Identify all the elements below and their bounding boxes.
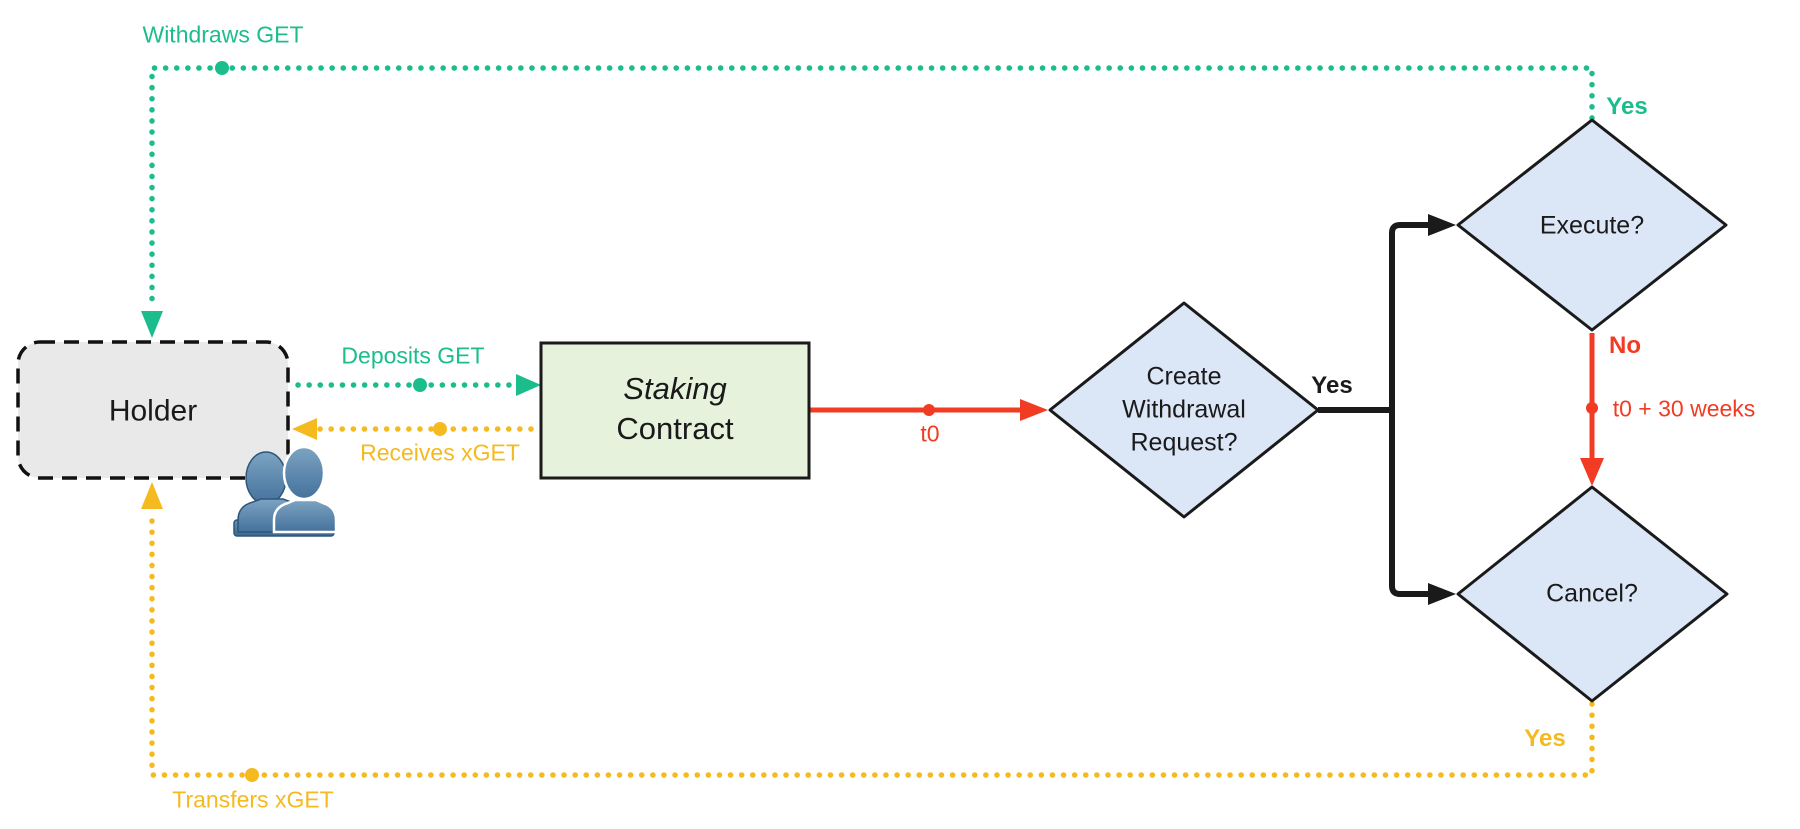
edge-transfers-xget-arrowhead [141, 482, 163, 509]
edge-withdraws-get-arrowhead [141, 311, 163, 338]
edge-receives-xget-label: Receives xGET [360, 439, 520, 466]
edge-deposits-get-arrowhead [516, 374, 541, 396]
edge-deposits-get-label: Deposits GET [341, 342, 485, 369]
node-create-withdrawal-line1: Create [1146, 362, 1222, 391]
node-holder-shape [16, 340, 290, 480]
edge-create-yes-branch-line [1318, 222, 1430, 597]
edge-withdraws-get-line [149, 65, 1595, 311]
edge-cancel-yes-label: Yes [1524, 724, 1566, 752]
node-create-withdrawal-shape [1048, 301, 1320, 519]
edge-t0-arrowhead [1020, 399, 1048, 421]
edge-withdraws-get-label: Withdraws GET [142, 21, 304, 48]
edge-receives-xget-waypoint-dot [433, 422, 447, 436]
node-create-withdrawal-line2: Withdrawal [1122, 395, 1246, 424]
edge-execute-no-label: No [1609, 331, 1641, 359]
node-staking-line1: Staking [623, 371, 727, 406]
node-create-withdrawal-line3: Request? [1130, 428, 1238, 457]
edge-transfers-xget-waypoint-dot [245, 768, 259, 782]
node-staking-line2: Contract [616, 411, 734, 446]
edge-no-arrowhead [1580, 458, 1604, 486]
node-staking-contract-shape [539, 341, 811, 480]
node-cancel-label: Cancel? [1546, 579, 1638, 608]
edge-t0-30-weeks-waypoint-dot [1586, 402, 1598, 414]
edge-transfers-xget-line [149, 508, 1595, 778]
edge-receives-xget-arrowhead [292, 418, 317, 440]
node-execute-shape [1456, 118, 1728, 332]
node-holder-label: Holder [108, 394, 198, 428]
users-icon [233, 445, 338, 537]
edge-execute-yes-label: Yes [1606, 92, 1648, 120]
edge-t0-waypoint-dot [923, 404, 935, 416]
edge-branch-cancel-arrowhead [1428, 583, 1456, 605]
node-create-withdrawal-label: Create Withdrawal Request? [1122, 361, 1246, 460]
node-cancel-shape [1456, 485, 1729, 703]
edge-withdraws-get-waypoint-dot [215, 61, 229, 75]
node-staking-contract-label: Staking Contract [616, 369, 733, 449]
edge-deposits-get-waypoint-dot [413, 378, 427, 392]
node-execute-label: Execute? [1539, 211, 1645, 240]
edge-transfers-xget-label: Transfers xGET [172, 786, 334, 813]
edge-branch-execute-arrowhead [1428, 214, 1456, 236]
edge-create-yes-label: Yes [1311, 371, 1353, 399]
edge-t0-label: t0 [920, 420, 940, 447]
edge-t0-30-weeks-label: t0 + 30 weeks [1612, 395, 1756, 422]
